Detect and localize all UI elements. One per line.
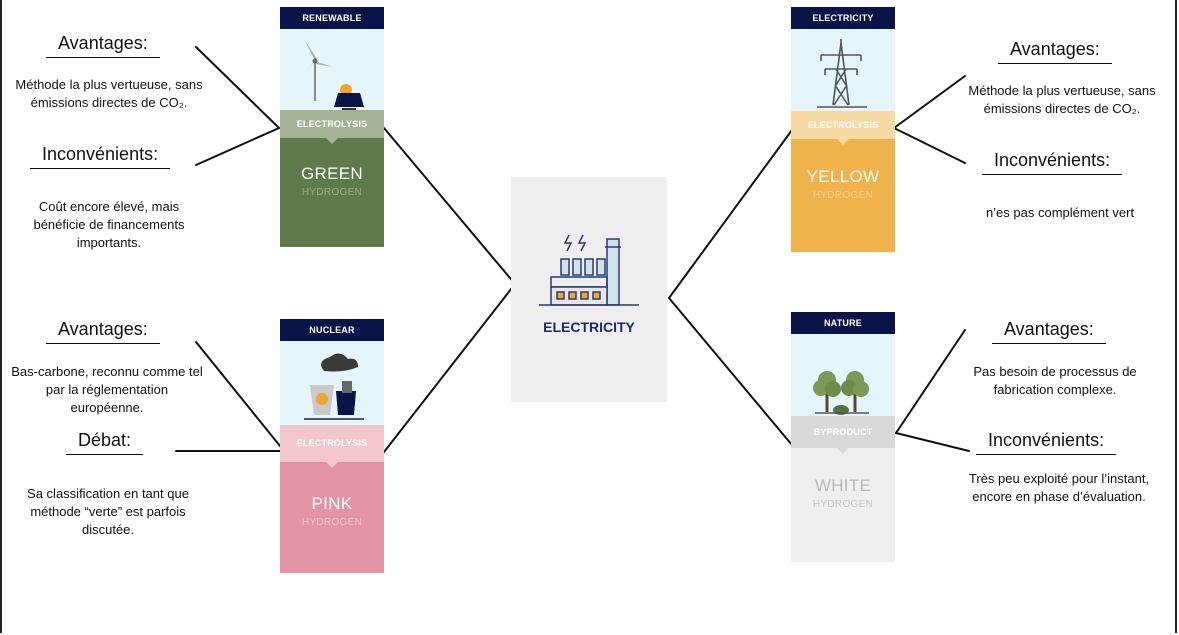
pink-pros-heading: Avantages:: [46, 319, 160, 344]
wind-solar-icon: [280, 29, 384, 110]
line-center-yellow: [668, 129, 793, 299]
card-subtitle: HYDROGEN: [812, 499, 874, 510]
line-green-pros: [195, 46, 280, 129]
factory-icon: [539, 234, 639, 306]
white-cons-heading: Inconvénients:: [976, 430, 1117, 455]
line-white-cons: [895, 432, 970, 452]
white-pros-heading: Avantages:: [992, 319, 1106, 344]
pink-cons-heading: Débat:: [66, 430, 144, 455]
yellow-cons-text: n’es pas complément vert: [985, 205, 1135, 220]
card-title: GREEN: [301, 164, 363, 183]
green-cons-text: Coût encore élevé, mais bénéficie de fin…: [33, 199, 185, 250]
line-green-cons: [195, 127, 280, 166]
white-pros-text: Pas besoin de processus de fabrication c…: [973, 364, 1137, 397]
card-yellow-hydrogen: ELECTRICITY ELECTROLYSIS YELLOW HYDROGEN: [791, 7, 895, 252]
line-white-pros: [895, 329, 966, 434]
card-green-hydrogen: RENEWABLE ELECTROLYSIS GREEN HYDROGEN: [280, 7, 384, 247]
card-header: NATURE: [791, 312, 895, 334]
line-pink-pros: [195, 341, 281, 447]
trees-icon: [791, 334, 895, 416]
card-subtitle: HYDROGEN: [301, 517, 363, 528]
card-title: PINK: [311, 494, 353, 513]
card-body: GREEN HYDROGEN: [280, 138, 384, 247]
yellow-pros-text: Méthode la plus vertueuse, sans émission…: [968, 83, 1156, 116]
card-header: ELECTRICITY: [791, 7, 895, 29]
green-pros-text: Méthode la plus vertueuse, sans émission…: [15, 77, 203, 110]
card-body: PINK HYDROGEN: [280, 462, 384, 573]
card-title: WHITE: [814, 476, 872, 495]
pink-cons-text: Sa classification en tant que méthode “v…: [27, 486, 189, 537]
process-band: ELECTROLYSIS: [791, 111, 895, 145]
process-band: ELECTROLYSIS: [280, 425, 384, 468]
nuclear-plant-icon: [280, 341, 384, 425]
electricity-center-box: ELECTRICITY: [511, 177, 667, 402]
card-white-hydrogen: NATURE BYPRODUCT WHITE HYDROGEN: [791, 312, 895, 562]
card-pink-hydrogen: NUCLEAR ELECTROLYSIS PINK HYDROGEN: [280, 319, 384, 573]
line-center-green: [383, 127, 516, 285]
card-subtitle: HYDROGEN: [301, 187, 363, 198]
line-center-white: [668, 297, 793, 446]
process-band: ELECTROLYSIS: [280, 110, 384, 144]
card-body: WHITE HYDROGEN: [791, 448, 895, 562]
power-pylon-icon: [791, 29, 895, 111]
yellow-pros-heading: Avantages:: [998, 39, 1112, 64]
green-pros-heading: Avantages:: [46, 33, 160, 58]
green-cons-heading: Inconvénients:: [30, 144, 171, 169]
card-subtitle: HYDROGEN: [812, 190, 874, 201]
card-body: YELLOW HYDROGEN: [791, 139, 895, 252]
process-band: BYPRODUCT: [791, 416, 895, 454]
white-cons-text: Très peu exploité pour l’instant, encore…: [968, 471, 1150, 504]
line-center-pink: [383, 283, 516, 453]
card-title: YELLOW: [806, 167, 880, 186]
card-header: RENEWABLE: [280, 7, 384, 29]
card-header: NUCLEAR: [280, 319, 384, 341]
yellow-cons-heading: Inconvénients:: [982, 150, 1123, 175]
line-yellow-pros: [893, 75, 966, 129]
line-yellow-cons: [893, 127, 966, 164]
center-label: ELECTRICITY: [543, 319, 635, 335]
pink-pros-text: Bas-carbone, reconnu comme tel par la ré…: [11, 364, 203, 415]
